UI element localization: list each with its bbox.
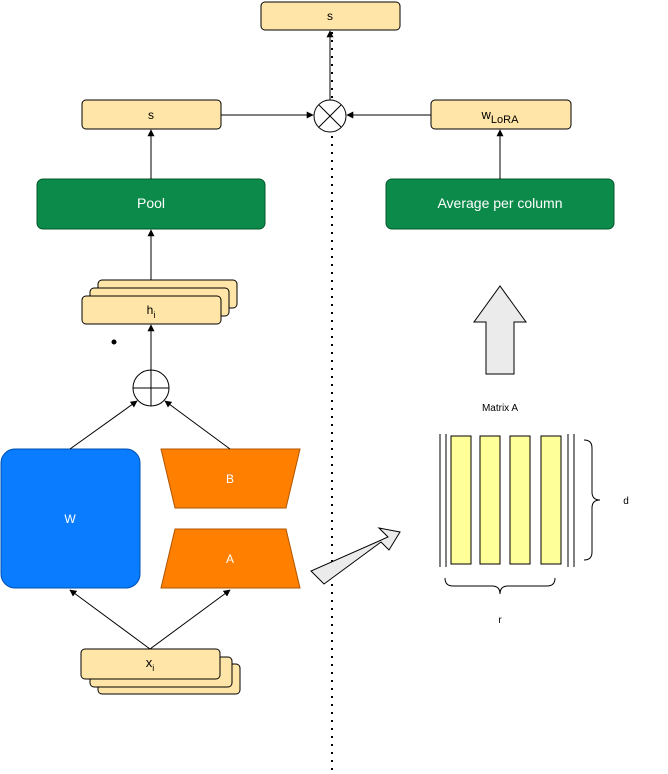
big-up-arrow <box>473 285 527 375</box>
weight-label: W <box>64 512 76 526</box>
matrix-column <box>450 435 472 565</box>
matrix-column <box>509 435 531 565</box>
weight-matrix-block: W <box>0 448 141 589</box>
multiply-operator <box>313 99 347 133</box>
input-label: xi <box>146 655 155 673</box>
stray-dot <box>111 339 117 345</box>
col-dimension-label: r <box>498 615 502 626</box>
weight-lora-label: wLoRA <box>481 107 520 126</box>
top-output-node: s <box>260 1 401 31</box>
hidden-state-label: hi <box>147 303 156 320</box>
arrow-input-to-a <box>149 589 231 650</box>
score-label: s <box>148 108 154 122</box>
average-per-column-label: Average per column <box>437 195 562 211</box>
col-dimension-brace <box>444 577 556 595</box>
matrix-column <box>540 435 562 565</box>
matrix-a <box>439 434 575 567</box>
matrix-title: Matrix A <box>482 403 518 414</box>
weight-lora-node: wLoRA <box>430 99 572 130</box>
pool-node: Pool <box>36 178 266 230</box>
lora-a-label: A <box>226 552 234 566</box>
input-stack: xi <box>80 648 241 695</box>
arrow-b-to-add <box>164 400 231 450</box>
add-operator <box>132 369 170 407</box>
arrow-w-to-add <box>69 400 138 450</box>
big-diagonal-arrow <box>310 527 401 585</box>
row-dimension-brace <box>583 439 601 561</box>
arrow-input-to-w <box>69 589 151 650</box>
lora-b-label: B <box>226 472 234 486</box>
lora-b-block: B <box>160 448 301 509</box>
hidden-state-stack: hi <box>81 279 238 325</box>
average-per-column-node: Average per column <box>385 178 615 230</box>
top-output-label: s <box>327 9 333 23</box>
score-node: s <box>81 99 222 130</box>
row-dimension-label: d <box>623 496 629 507</box>
lora-a-block: A <box>160 528 301 589</box>
pool-label: Pool <box>137 195 165 211</box>
matrix-column <box>479 435 501 565</box>
